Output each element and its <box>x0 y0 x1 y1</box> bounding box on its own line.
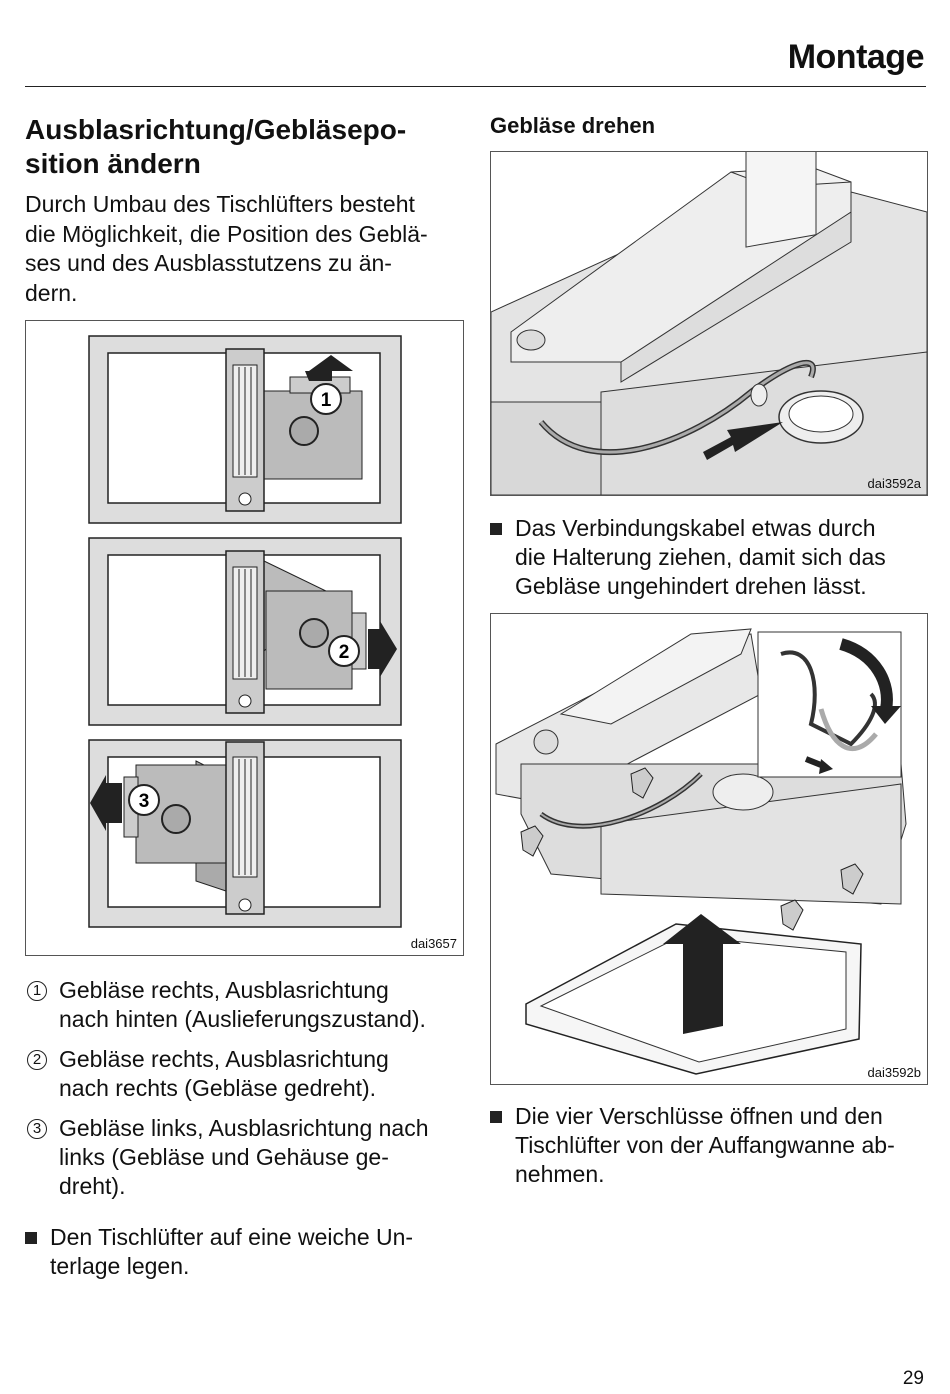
note-line: nach rechts (Gebläse gedreht). <box>59 1075 377 1101</box>
callout-marker-1: 1 <box>310 383 342 415</box>
bullet-line: die Halterung ziehen, damit sich das <box>515 544 886 570</box>
latches-illustration <box>495 628 907 1075</box>
position-note-1: 1 Gebläse rechts, Ausblasrichtung nach h… <box>27 976 457 1036</box>
cable-figure: dai3592a <box>490 151 928 496</box>
note-line: nach hinten (Auslieferungszustand). <box>59 1006 426 1032</box>
position-note-2: 2 Gebläse rechts, Ausblasrichtung nach r… <box>27 1045 457 1105</box>
cable-illustration <box>491 152 927 495</box>
bullet-square <box>490 523 502 535</box>
instruction-pull-cable: Das Verbindungskabel etwas durch die Hal… <box>490 514 930 604</box>
bullet-line: Tischlüfter von der Auffangwanne ab- <box>515 1132 895 1158</box>
note-marker: 1 <box>27 981 47 1001</box>
intro-line: Durch Umbau des Tischlüfters besteht <box>25 191 415 217</box>
note-marker: 3 <box>27 1119 47 1139</box>
bullet-square <box>25 1232 37 1244</box>
header-rule <box>25 86 926 87</box>
figure-code: dai3657 <box>410 936 457 951</box>
position-1-panel <box>88 335 402 524</box>
bullet-square <box>490 1111 502 1123</box>
section-title: Montage <box>787 38 925 76</box>
latches-figure: dai3592b <box>490 613 928 1085</box>
position-3-panel <box>88 739 402 928</box>
note-line: Gebläse rechts, Ausblasrichtung <box>59 1046 389 1072</box>
page-number: 29 <box>902 1368 924 1389</box>
bullet-text: Den Tischlüfter auf eine weiche Un- terl… <box>50 1223 413 1281</box>
subheading: Gebläse drehen <box>490 113 656 138</box>
note-marker: 2 <box>27 1050 47 1070</box>
note-text: Gebläse rechts, Ausblasrichtung nach rec… <box>59 1045 389 1103</box>
callout-2-label: 2 <box>339 642 350 663</box>
intro-line: dern. <box>25 279 78 306</box>
note-line: Gebläse rechts, Ausblasrichtung <box>59 977 389 1003</box>
note-line: dreht). <box>59 1173 126 1199</box>
note-text: Gebläse links, Ausblasrichtung nach link… <box>59 1114 429 1201</box>
page-heading: Ausblasrichtung/Gebläsepo- sition ändern <box>25 113 445 181</box>
note-line: links (Gebläse und Gehäuse ge- <box>59 1144 389 1170</box>
position-note-3: 3 Gebläse links, Ausblasrichtung nach li… <box>27 1114 457 1204</box>
callout-1-label: 1 <box>321 390 332 411</box>
instruction-lay-down: Den Tischlüfter auf eine weiche Un- terl… <box>25 1223 455 1283</box>
heading-line-2: sition ändern <box>25 148 201 179</box>
bullet-line: Das Verbindungskabel etwas durch <box>515 515 876 541</box>
bullet-line: Den Tischlüfter auf eine weiche Un- <box>50 1224 414 1250</box>
intro-paragraph: Durch Umbau des Tischlüfters besteht die… <box>25 190 455 308</box>
bullet-text: Die vier Verschlüsse öffnen und den Tisc… <box>515 1102 895 1189</box>
bullet-line: Gebläse ungehindert drehen lässt. <box>515 573 867 599</box>
intro-line: ses und des Ausblasstutzens zu än- <box>25 250 392 276</box>
bullet-line: Die vier Verschlüsse öffnen und den <box>515 1103 883 1129</box>
position-2-panel <box>88 537 402 726</box>
bullet-line: terlage legen. <box>50 1253 190 1279</box>
note-text: Gebläse rechts, Ausblasrichtung nach hin… <box>59 976 426 1034</box>
blower-positions-figure: 1 2 3 dai3657 <box>25 320 464 956</box>
note-line: Gebläse links, Ausblasrichtung nach <box>59 1115 429 1141</box>
figure-code: dai3592b <box>867 1065 922 1080</box>
callout-marker-2: 2 <box>328 635 360 667</box>
instruction-open-latches: Die vier Verschlüsse öffnen und den Tisc… <box>490 1102 930 1192</box>
bullet-text: Das Verbindungskabel etwas durch die Hal… <box>515 514 886 601</box>
blower-positions-illustration: 1 2 3 <box>88 335 402 928</box>
figure-code: dai3592a <box>867 476 922 491</box>
intro-line: die Möglichkeit, die Position des Geblä- <box>25 220 428 247</box>
callout-marker-3: 3 <box>128 784 160 816</box>
callout-3-label: 3 <box>139 791 150 812</box>
heading-line-1: Ausblasrichtung/Gebläsepo- <box>25 114 407 145</box>
bullet-line: nehmen. <box>515 1161 605 1187</box>
